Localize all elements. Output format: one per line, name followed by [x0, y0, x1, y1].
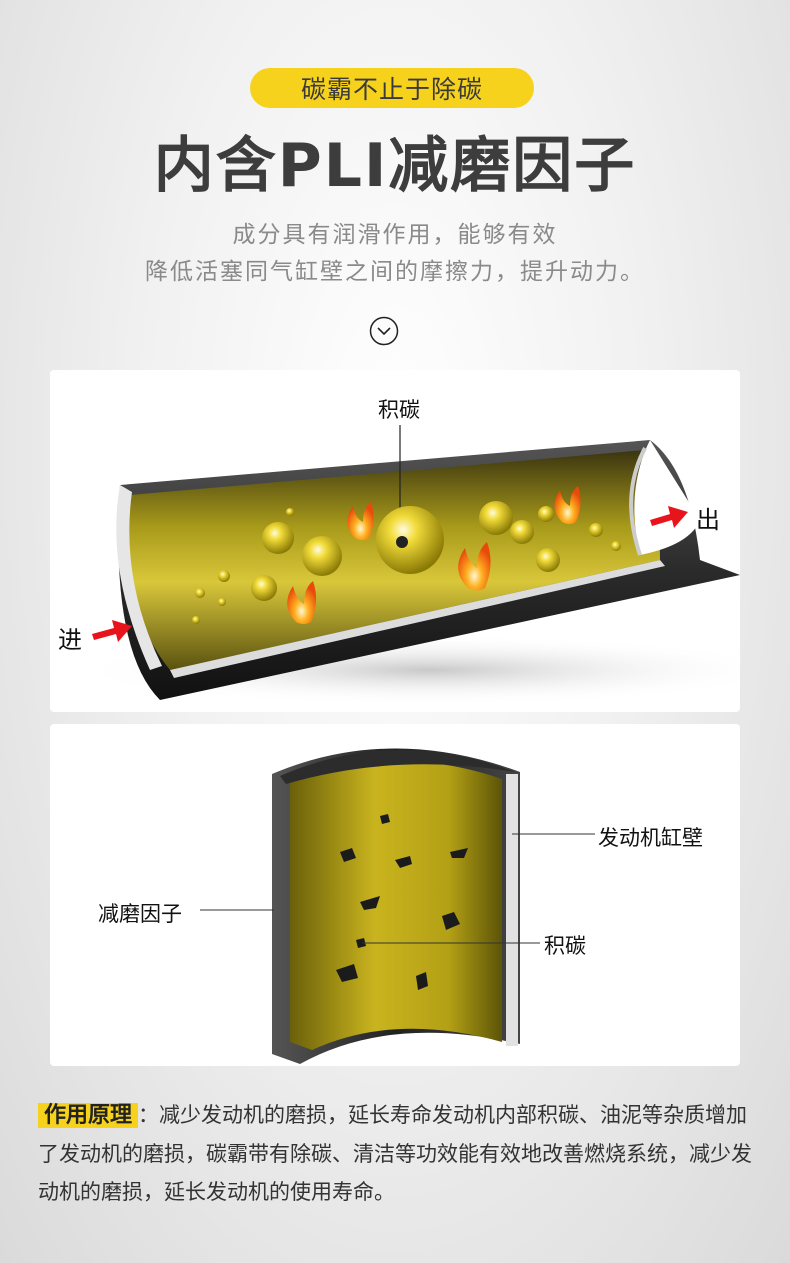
pipe-illustration — [70, 425, 740, 705]
tagline-text: 碳霸不止于除碳 — [300, 75, 483, 104]
label-in: 进 — [58, 626, 82, 654]
page-title: 内含PLI减磨因子 — [153, 131, 637, 201]
pipe-diagram: 积碳 进 出 — [50, 370, 740, 712]
subtitle-line-2: 降低活塞同气缸壁之间的摩擦力，提升动力。 — [145, 259, 645, 285]
chevron-down-icon — [369, 316, 399, 346]
arrow-in-icon — [92, 620, 132, 642]
principle-tag: 作用原理 — [38, 1103, 139, 1128]
tagline-badge: 碳霸不止于除碳 — [250, 68, 534, 108]
cylinder-illustration — [200, 748, 595, 1064]
principle-section: 作用原理：减少发动机的磨损，延长寿命发动机内部积碳、油泥等杂质增加了发动机的磨损… — [38, 1096, 758, 1211]
principle-text: ：减少发动机的磨损，延长寿命发动机内部积碳、油泥等杂质增加了发动机的磨损，碳霸带… — [38, 1103, 752, 1204]
label-carbon-deposit: 积碳 — [544, 934, 586, 958]
arrow-out-icon — [650, 506, 688, 528]
subtitle-line-1: 成分具有润滑作用，能够有效 — [232, 222, 558, 248]
label-engine-wall: 发动机缸壁 — [598, 826, 703, 850]
label-friction-factor: 减磨因子 — [98, 902, 182, 926]
label-out: 出 — [696, 506, 720, 534]
label-carbon: 积碳 — [378, 398, 420, 422]
cylinder-diagram: 发动机缸壁 减磨因子 积碳 — [50, 724, 740, 1066]
